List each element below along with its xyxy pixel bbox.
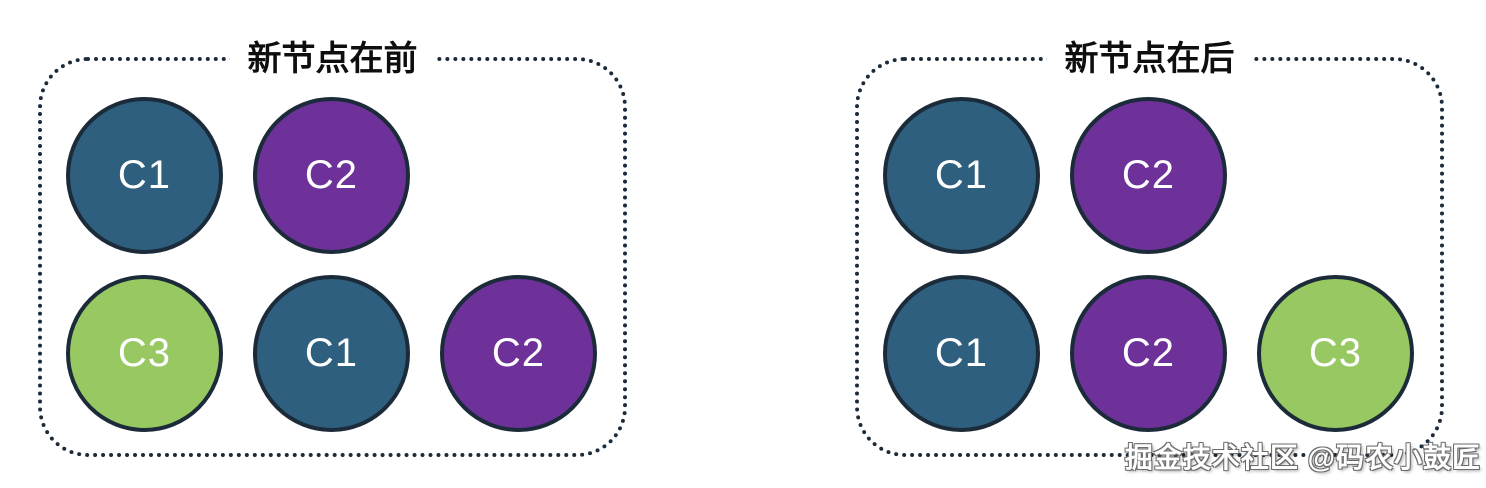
node-label: C2 [1121,331,1176,375]
node-c1: C1 [883,275,1040,432]
node-row-bottom: C3 C1 C2 [66,275,623,432]
node-c3: C3 [66,275,223,432]
node-label: C2 [304,153,359,197]
node-label: C3 [1308,331,1363,375]
panel-new-node-back: 新节点在后 C1 C2 C1 C2 C3 [855,39,1444,457]
node-label: C1 [117,153,172,197]
panel-body: C1 C2 C3 C1 C2 [42,61,623,453]
node-label: C1 [934,331,989,375]
node-c3: C3 [1257,275,1414,432]
node-row-bottom: C1 C2 C3 [883,275,1440,432]
node-label: C2 [491,331,546,375]
node-label: C1 [934,153,989,197]
watermark: 掘金技术社区 @码农小鼓匠 [1124,442,1481,473]
node-c2: C2 [440,275,597,432]
node-c2: C2 [253,97,410,254]
node-label: C3 [117,331,172,375]
node-c2: C2 [1070,275,1227,432]
node-c1: C1 [883,97,1040,254]
node-c2: C2 [1070,97,1227,254]
node-row-top: C1 C2 [66,97,623,254]
panel-body: C1 C2 C1 C2 C3 [859,61,1440,453]
node-c1: C1 [66,97,223,254]
node-label: C2 [1121,153,1176,197]
panel-new-node-front: 新节点在前 C1 C2 C3 C1 C2 [38,39,627,457]
panel-title-back: 新节点在后 [1046,39,1253,80]
node-c1: C1 [253,275,410,432]
node-label: C1 [304,331,359,375]
node-row-top: C1 C2 [883,97,1440,254]
panel-title-front: 新节点在前 [229,39,436,80]
